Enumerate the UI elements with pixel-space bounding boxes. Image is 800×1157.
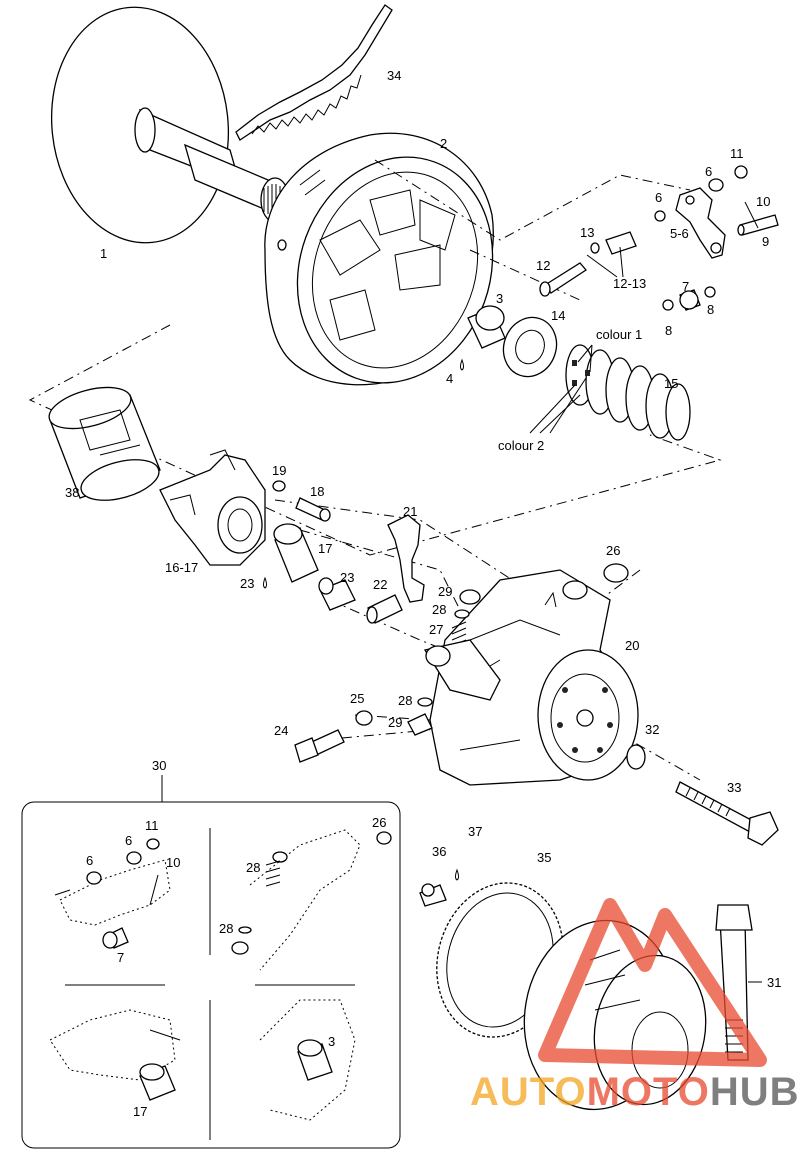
cam-38 — [48, 386, 161, 501]
callout-37: 37 — [468, 824, 482, 839]
callout-colour-1: colour 1 — [596, 327, 642, 342]
callout-6-upper: 6 — [705, 164, 712, 179]
callout-25: 25 — [350, 691, 364, 706]
callout-11: 11 — [730, 146, 744, 161]
callout-7: 7 — [682, 279, 689, 294]
callout-labels: 1 2 3 4 5-6 6 6 7 8 8 9 10 11 12 12-13 1… — [65, 68, 781, 1119]
callout-22: 22 — [373, 577, 387, 592]
detail-callout-7: 7 — [117, 950, 124, 965]
detail-callout-26: 26 — [372, 815, 386, 830]
callout-31: 31 — [767, 975, 781, 990]
callout-36: 36 — [432, 844, 446, 859]
bushing-washer-spring — [460, 305, 691, 441]
detail-callout-6-upper: 6 — [125, 833, 132, 848]
callout-35: 35 — [537, 850, 551, 865]
callout-23-right: 23 — [340, 570, 354, 585]
drive-belt — [235, 4, 393, 141]
callout-8-left: 8 — [665, 323, 672, 338]
callout-10: 10 — [756, 194, 770, 209]
callout-12: 12 — [536, 258, 550, 273]
callout-5-6: 5-6 — [670, 226, 689, 241]
detail-inset-box — [21, 775, 401, 1149]
callout-29-lower: 29 — [388, 715, 402, 730]
governor-cup-20 — [429, 569, 639, 786]
callout-8-right: 8 — [707, 302, 714, 317]
callout-12-13: 12-13 — [613, 276, 646, 291]
callout-24: 24 — [274, 723, 288, 738]
detail-callout-11: 11 — [145, 818, 159, 833]
watermark-text: AUTOMOTOHUB — [470, 1070, 800, 1114]
watermark-triangle-mark — [538, 898, 767, 1067]
lever-assembly — [294, 514, 779, 846]
callout-38: 38 — [65, 485, 79, 500]
spider-16-17 — [159, 449, 331, 589]
callout-16-17: 16-17 — [165, 560, 198, 575]
callout-30: 30 — [152, 758, 166, 773]
detail-callout-28-lower: 28 — [219, 921, 233, 936]
callout-19: 19 — [272, 463, 286, 478]
callout-29-upper: 29 — [438, 584, 452, 599]
callout-3: 3 — [496, 291, 503, 306]
callout-colour-2: colour 2 — [498, 438, 544, 453]
callout-4: 4 — [446, 371, 453, 386]
callout-23-left: 23 — [240, 576, 254, 591]
callout-20: 20 — [625, 638, 639, 653]
spring — [565, 344, 691, 441]
callout-17: 17 — [318, 541, 332, 556]
detail-callout-28-upper: 28 — [246, 860, 260, 875]
movable-sheave-drum — [264, 132, 494, 386]
callout-15: 15 — [664, 376, 678, 391]
fixed-sheave — [50, 6, 291, 244]
roller-lever-assembly — [539, 165, 779, 311]
callout-27: 27 — [429, 622, 443, 637]
callout-28-upper: 28 — [432, 602, 446, 617]
watermark-logo: AUTOMOTOHUB — [470, 898, 800, 1114]
callout-21: 21 — [403, 504, 417, 519]
callout-1: 1 — [100, 246, 107, 261]
detail-callout-3: 3 — [328, 1034, 335, 1049]
callout-9: 9 — [762, 234, 769, 249]
detail-callout-17: 17 — [133, 1104, 147, 1119]
callout-14: 14 — [551, 308, 565, 323]
callout-32: 32 — [645, 722, 659, 737]
callout-26: 26 — [606, 543, 620, 558]
callout-13: 13 — [580, 225, 594, 240]
detail-callout-6-lower: 6 — [86, 853, 93, 868]
callout-28-lower: 28 — [398, 693, 412, 708]
callout-6-lower: 6 — [655, 190, 662, 205]
callout-34: 34 — [387, 68, 401, 83]
detail-callout-10: 10 — [166, 855, 180, 870]
callout-33: 33 — [727, 780, 741, 795]
callout-18: 18 — [310, 484, 324, 499]
callout-2: 2 — [440, 136, 447, 151]
